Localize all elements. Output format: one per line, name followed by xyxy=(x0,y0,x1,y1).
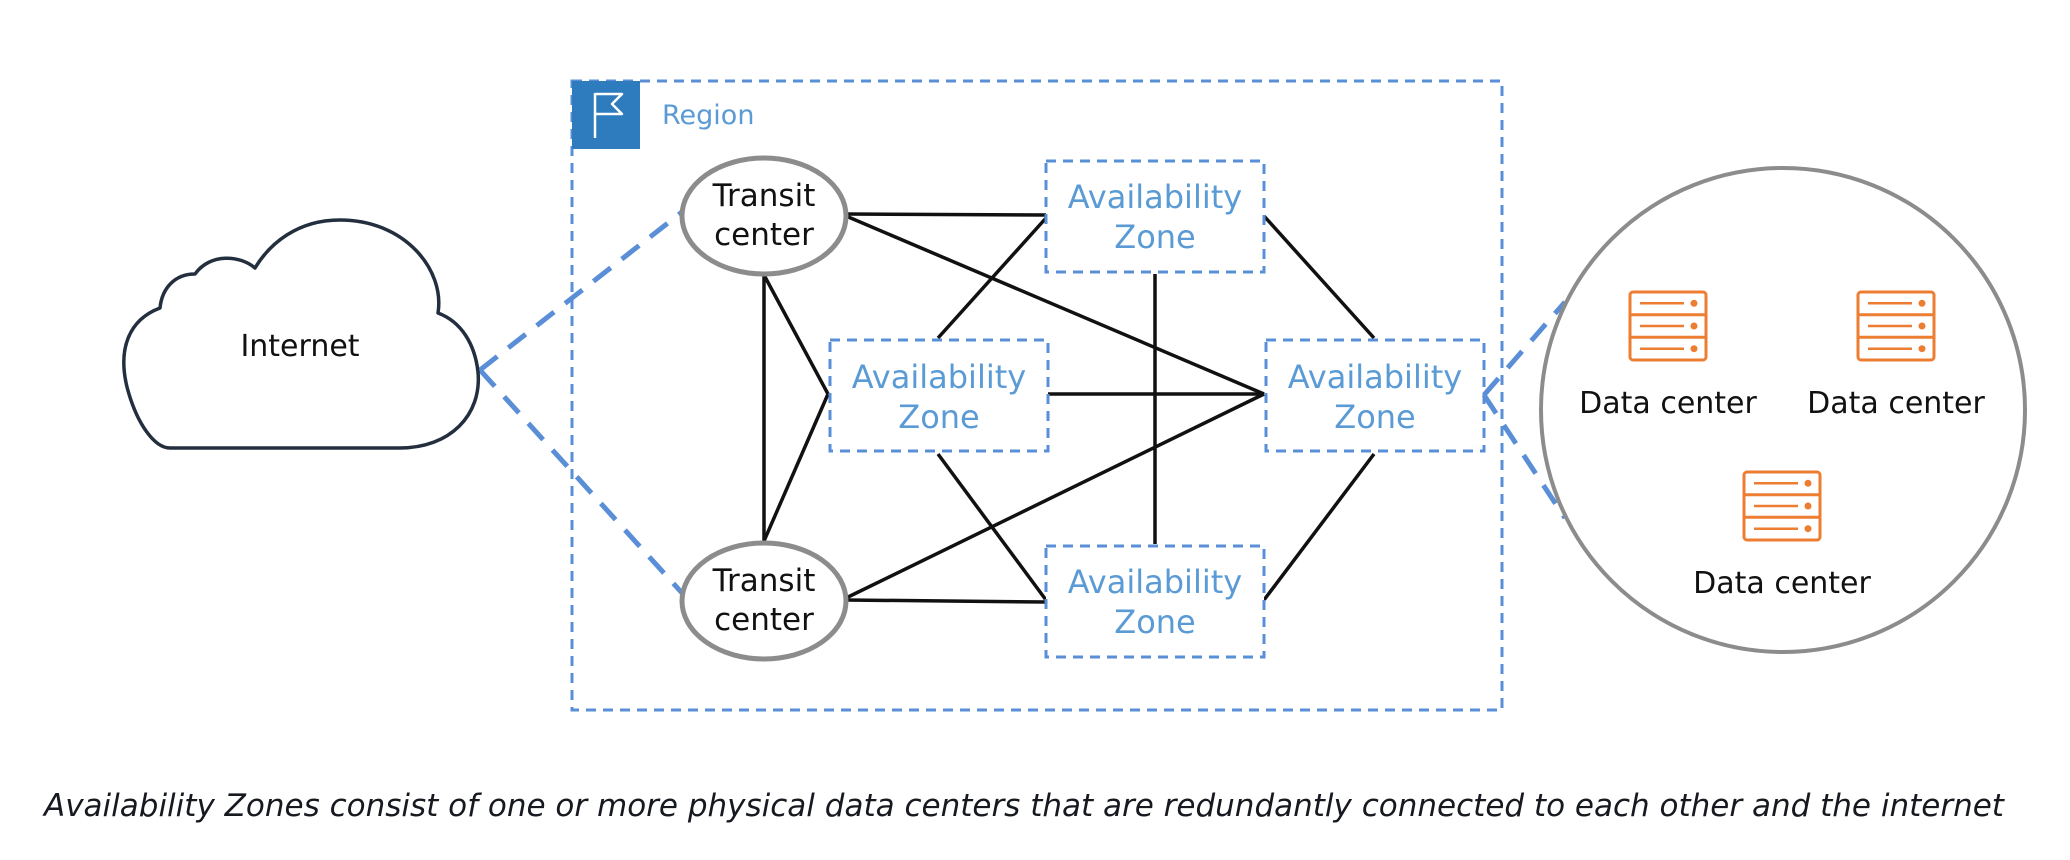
transit-center-top: Transit center xyxy=(679,155,849,277)
data-center-label: Data center xyxy=(1693,566,1871,601)
transit-label-line2: center xyxy=(714,217,814,253)
internet-connections xyxy=(478,210,684,595)
data-center-label: Data center xyxy=(1579,386,1757,421)
flag-icon xyxy=(572,81,640,149)
zone-label-line1: Availability xyxy=(852,358,1026,396)
cloud-icon xyxy=(122,218,481,450)
transit-label-line2: center xyxy=(714,602,814,638)
availability-zone-bottom: Availability Zone xyxy=(1044,544,1266,659)
availability-zone-top: Availability Zone xyxy=(1044,159,1266,274)
figure-caption: Availability Zones consist of one or mor… xyxy=(44,788,2004,824)
zone-label-line1: Availability xyxy=(1068,563,1242,601)
server-icon xyxy=(1856,290,1936,362)
zone-label-line2: Zone xyxy=(1114,603,1195,641)
availability-zone-left: Availability Zone xyxy=(828,338,1050,453)
zone-label-line1: Availability xyxy=(1068,178,1242,216)
zone-datacenter-connections xyxy=(1481,300,1568,520)
region-label: Region xyxy=(662,100,754,131)
interconnect-lines xyxy=(762,212,1376,604)
zone-label-line2: Zone xyxy=(1114,218,1195,256)
availability-zone-right: Availability Zone xyxy=(1264,338,1486,453)
server-icon xyxy=(1742,470,1822,542)
zone-label-line1: Availability xyxy=(1288,358,1462,396)
zone-label-line2: Zone xyxy=(1334,398,1415,436)
transit-center-bottom: Transit center xyxy=(679,540,849,662)
transit-label-line1: Transit xyxy=(712,563,816,599)
zone-label-line2: Zone xyxy=(898,398,979,436)
data-center-group xyxy=(1539,166,2027,654)
transit-label-line1: Transit xyxy=(712,178,816,214)
data-center-label: Data center xyxy=(1807,386,1985,421)
server-icon xyxy=(1628,290,1708,362)
internet-label: Internet xyxy=(240,329,359,364)
region-boundary xyxy=(570,79,1504,712)
